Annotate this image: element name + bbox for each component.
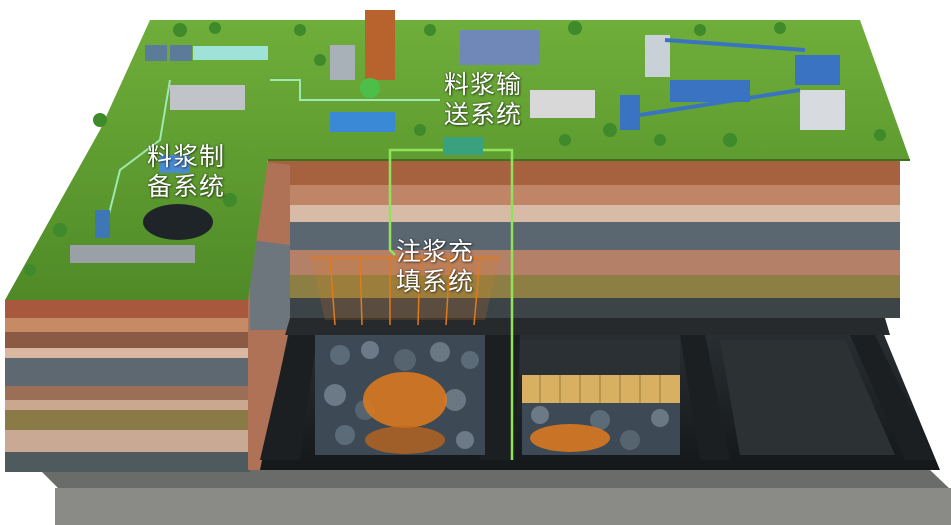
grouting-filling-line1: 注浆充	[396, 237, 475, 266]
slurry-transport-label: 料浆输 送系统	[444, 70, 522, 130]
chamber-pillars	[260, 330, 935, 460]
slurry-transport-line1: 料浆输	[444, 70, 523, 99]
conveyor	[664, 38, 806, 52]
surface-buildings	[70, 10, 845, 263]
base-rock-front	[55, 488, 951, 525]
filled-chamber-rocks-2	[522, 375, 680, 455]
slurry-pipe-2	[480, 148, 514, 460]
slurry-pipe	[388, 148, 460, 256]
slurry-preparation-line2: 备系统	[147, 172, 226, 201]
grouting-fan	[310, 255, 500, 326]
surface-pipe	[270, 79, 440, 101]
grouting-filling-label: 注浆充 填系统	[396, 237, 474, 297]
back-strata-wall	[268, 160, 900, 318]
grouting-filling-line2: 填系统	[396, 267, 475, 296]
slurry-preparation-line1: 料浆制	[147, 142, 226, 171]
left-strata	[5, 300, 250, 472]
pump-station	[443, 137, 483, 155]
roof-slab	[285, 318, 890, 335]
empty-chamber	[720, 340, 895, 455]
filled-chamber-rocks-1	[315, 335, 485, 455]
base-rock-top	[40, 470, 951, 490]
trees	[24, 21, 886, 276]
slurry-preparation-label: 料浆制 备系统	[147, 142, 225, 202]
slurry-transport-line2: 送系统	[444, 100, 523, 129]
